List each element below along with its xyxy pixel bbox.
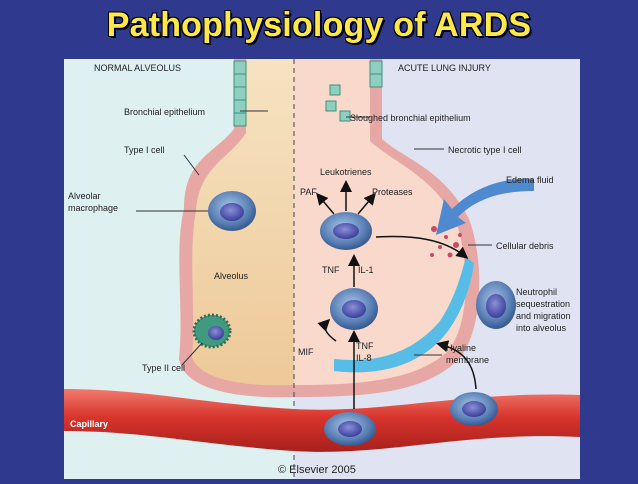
neutrophil-right bbox=[476, 281, 516, 329]
label-tnf-bottom: TNF bbox=[356, 341, 374, 351]
label-neutrophil-3: and migration bbox=[516, 311, 571, 321]
alveolar-macrophage-cell bbox=[208, 191, 256, 231]
label-leukotrienes: Leukotrienes bbox=[320, 167, 372, 177]
label-il-8: IL-8 bbox=[356, 353, 372, 363]
label-alveolus: Alveolus bbox=[214, 271, 249, 281]
label-paf: PAF bbox=[300, 187, 317, 197]
label-proteases: Proteases bbox=[372, 187, 413, 197]
label-il-1: IL-1 bbox=[358, 265, 374, 275]
diagram-svg: NORMAL ALVEOLUS ACUTE LUNG INJURY Bronch… bbox=[64, 59, 580, 479]
label-neutrophil-4: into alveolus bbox=[516, 323, 567, 333]
label-necrotic-type-i-cell: Necrotic type I cell bbox=[448, 145, 522, 155]
label-alveolar-macrophage-1: Alveolar bbox=[68, 191, 101, 201]
neutrophil-middle bbox=[330, 288, 378, 330]
right-panel-title: ACUTE LUNG INJURY bbox=[398, 63, 491, 73]
label-tnf-top: TNF bbox=[322, 265, 340, 275]
slide-title: Pathophysiology of ARDS bbox=[0, 6, 638, 45]
label-neutrophil-2: sequestration bbox=[516, 299, 570, 309]
label-sloughed-epithelium: Sloughed bronchial epithelium bbox=[350, 113, 471, 123]
type-ii-cell bbox=[194, 315, 230, 347]
bronchial-epithelium-cells bbox=[234, 61, 246, 126]
label-type-i-cell: Type I cell bbox=[124, 145, 165, 155]
label-cellular-debris: Cellular debris bbox=[496, 241, 554, 251]
label-hyaline-1: Hyaline bbox=[446, 343, 476, 353]
label-alveolar-macrophage-2: macrophage bbox=[68, 203, 118, 213]
neutrophil-capillary-center bbox=[324, 412, 376, 446]
copyright-text: © Elsevier 2005 bbox=[278, 464, 356, 476]
label-edema-fluid: Edema fluid bbox=[506, 175, 554, 185]
left-panel-title: NORMAL ALVEOLUS bbox=[94, 63, 181, 73]
ards-diagram: NORMAL ALVEOLUS ACUTE LUNG INJURY Bronch… bbox=[64, 59, 580, 479]
label-bronchial-epithelium: Bronchial epithelium bbox=[124, 107, 205, 117]
label-hyaline-2: membrane bbox=[446, 355, 489, 365]
label-type-ii-cell: Type II cell bbox=[142, 363, 185, 373]
neutrophil-capillary-right bbox=[450, 392, 498, 426]
label-mif: MIF bbox=[298, 347, 314, 357]
label-capillary: Capillary bbox=[70, 419, 108, 429]
neutrophil-upper bbox=[320, 212, 372, 250]
label-neutrophil-1: Neutrophil bbox=[516, 287, 557, 297]
